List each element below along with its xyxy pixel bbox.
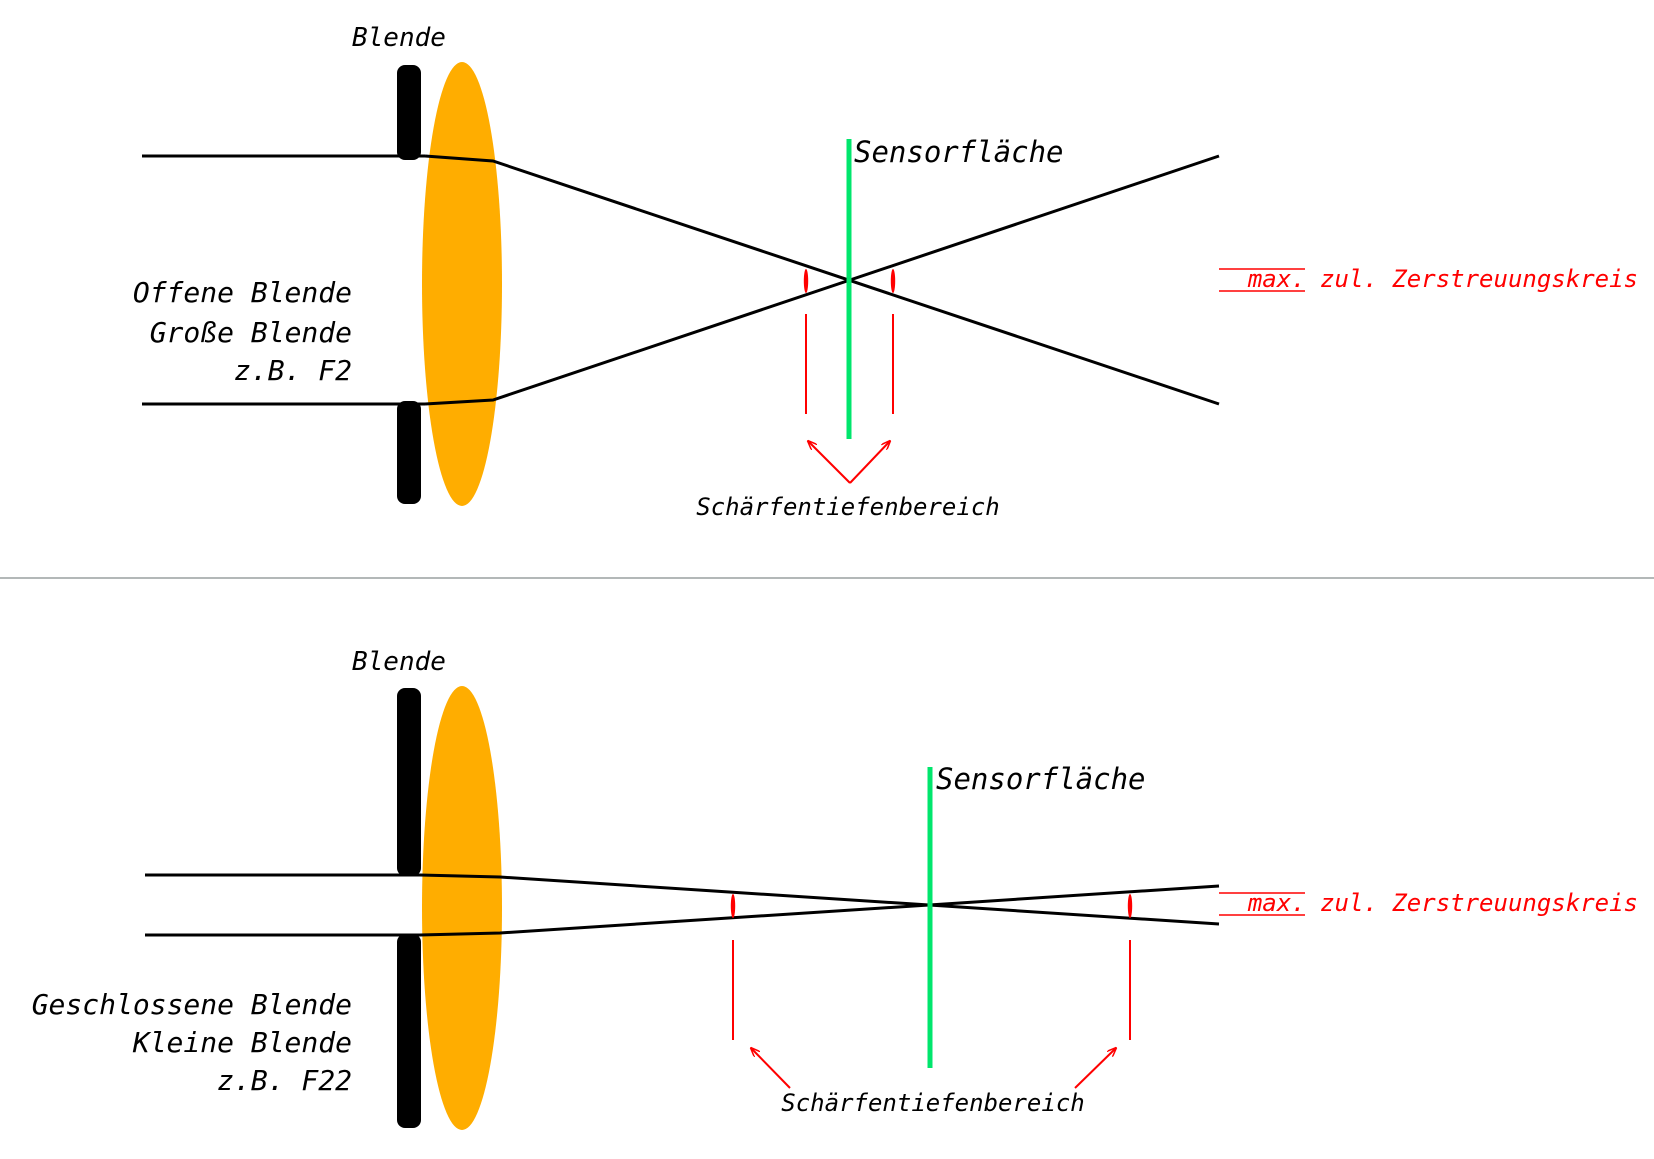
bottom-coc-mark-right (1127, 894, 1133, 918)
bottom-setting-line-2: Kleine Blende (132, 1026, 352, 1059)
top-ray-upper-refracted (424, 154, 1220, 406)
top-coc-mark-left (803, 269, 809, 293)
top-ray-lower-refracted (424, 154, 1220, 406)
top-setting-line-3: z.B. F2 (234, 354, 352, 387)
bottom-dof-arrow-left (751, 1048, 791, 1089)
top-aperture-label: Blende (352, 23, 446, 53)
bottom-panel: Blende Sensorfläche Geschlossene Blende … (32, 647, 1638, 1130)
top-setting-line-2: Große Blende (150, 316, 352, 349)
top-dof-arrow-left (808, 441, 851, 484)
top-dof-arrow-right (849, 441, 890, 484)
top-aperture-blade-lower (397, 401, 421, 504)
bottom-coc-mark-left (730, 894, 736, 918)
top-panel: Blende Sensorfläche Offene Blende Große … (133, 23, 1638, 521)
top-sensor-label: Sensorfläche (854, 135, 1064, 169)
top-aperture-blade-upper (397, 65, 421, 160)
bottom-aperture-blade-lower (397, 934, 421, 1128)
bottom-ray-lower-refracted (419, 884, 1220, 937)
bottom-setting-line-1: Geschlossene Blende (32, 988, 352, 1021)
top-setting-line-1: Offene Blende (133, 276, 352, 309)
bottom-setting-line-3: z.B. F22 (217, 1064, 352, 1097)
bottom-dof-label: Schärfentiefenbereich (781, 1089, 1084, 1117)
top-coc-mark-right (890, 269, 896, 293)
top-lens (422, 62, 502, 506)
bottom-aperture-label: Blende (352, 647, 446, 677)
bottom-aperture-blade-upper (397, 688, 421, 876)
bottom-lens (422, 686, 502, 1130)
bottom-ray-upper-refracted (419, 873, 1220, 926)
top-dof-label: Schärfentiefenbereich (696, 493, 999, 521)
bottom-sensor-label: Sensorfläche (936, 762, 1146, 796)
bottom-coc-label: max. zul. Zerstreuungskreis (1247, 889, 1638, 917)
bottom-dof-arrow-right (1074, 1048, 1116, 1089)
top-coc-label: max. zul. Zerstreuungskreis (1247, 265, 1638, 293)
